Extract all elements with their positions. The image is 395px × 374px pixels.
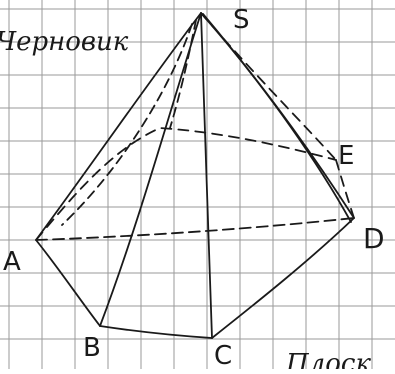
vertex-label-D: D	[363, 222, 385, 255]
edge-SA	[35, 12, 202, 241]
edge-AD-hidden	[35, 217, 355, 241]
draft-note: Черновик	[0, 27, 129, 57]
vertex-label-B: B	[83, 333, 101, 363]
partial-note: Плоск	[285, 349, 371, 369]
edge-AB	[35, 239, 101, 327]
edge-SE-hidden	[200, 12, 337, 161]
vertex-label-E: E	[338, 141, 354, 171]
edge-SC	[200, 12, 213, 339]
edge-CD	[211, 217, 355, 339]
edge-BC	[99, 325, 213, 339]
vertex-label-S: S	[233, 5, 250, 35]
vertex-label-A: A	[3, 247, 21, 277]
pyramid-edges	[35, 12, 355, 339]
vertex-label-C: C	[214, 341, 232, 369]
edge-AE-hidden	[35, 127, 337, 241]
edge-S-inner2-hidden	[61, 23, 193, 226]
edge-ED-hidden	[335, 159, 355, 219]
